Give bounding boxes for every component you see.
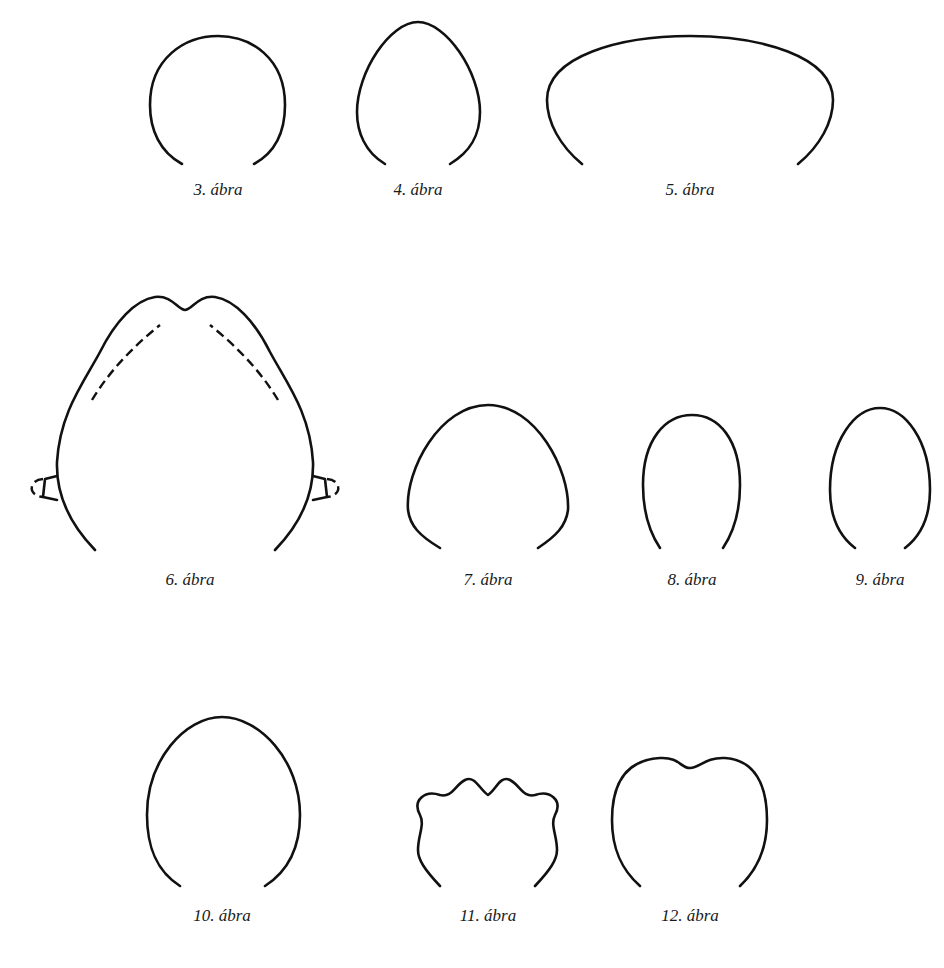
head-outline [418,779,558,886]
head-outline [57,297,313,550]
head-outline [547,36,833,164]
figure-label: 12. ábra [661,906,719,926]
figure-label: 4. ábra [393,180,442,200]
figure-label: 3. ábra [193,180,242,200]
figure-label: 6. ábra [165,570,214,590]
head-outline [830,408,930,548]
head-outline [150,36,285,164]
head-outline [643,415,740,548]
ear [43,476,57,500]
figure-label: 11. ábra [460,906,516,926]
figure-label: 8. ábra [667,570,716,590]
ear [327,479,338,497]
head-outline [408,405,568,548]
ear [313,476,327,500]
dashed-contour [92,325,160,400]
figure-label: 10. ábra [193,906,251,926]
figure-label: 7. ábra [463,570,512,590]
dashed-contour [210,325,278,400]
ear [32,479,43,497]
head-outline [147,717,300,886]
head-outline [357,22,480,164]
figure-label: 9. ábra [855,570,904,590]
head-outline [612,758,767,886]
figure-label: 5. ábra [665,180,714,200]
